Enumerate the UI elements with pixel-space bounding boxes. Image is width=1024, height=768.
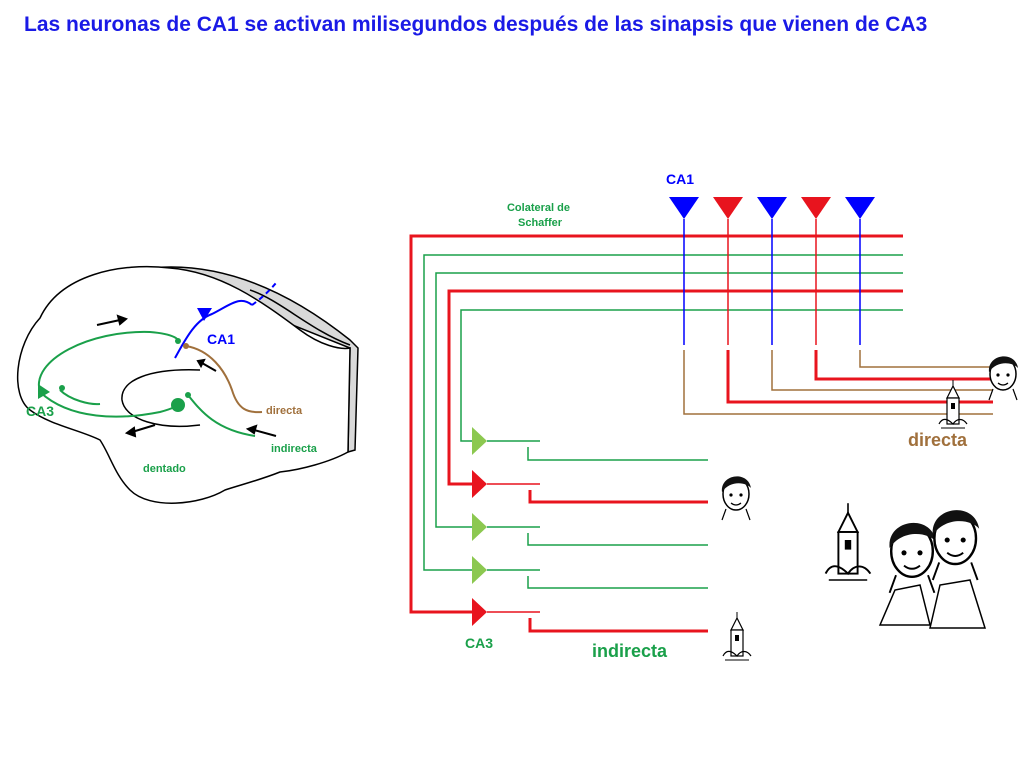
- left-pathways: [37, 282, 277, 438]
- schaffer-line-1: Colateral de: [507, 202, 570, 214]
- left-ca1-label: CA1: [207, 331, 235, 347]
- page-title: Las neuronas de CA1 se activan milisegun…: [24, 13, 928, 36]
- red-collaterals: [409, 234, 903, 614]
- green-collaterals: [423, 254, 903, 571]
- tower-icon: [722, 611, 752, 661]
- schaffer-line-2: Schaffer: [518, 217, 563, 229]
- ca3-outputs: [487, 440, 708, 633]
- right-indirecta-label: indirecta: [592, 641, 668, 661]
- dentado-label: dentado: [143, 463, 186, 475]
- couple-illustration: [824, 502, 987, 629]
- left-ca3-label: CA3: [26, 403, 54, 419]
- right-ca3-label: CA3: [465, 635, 493, 651]
- tower-icon: [938, 379, 968, 429]
- right-directa-label: directa: [908, 430, 968, 450]
- hippocampus-anatomy: [17, 265, 359, 504]
- left-directa-label: directa: [266, 405, 303, 417]
- ca1-outputs: [683, 350, 993, 415]
- schaffer-label: Colateral de Schaffer: [507, 202, 573, 229]
- face-icon: [721, 475, 752, 521]
- ca1-neurons: [669, 197, 875, 219]
- left-indirecta-label: indirecta: [271, 443, 318, 455]
- right-ca1-label: CA1: [666, 171, 694, 187]
- ca3-neurons: [472, 427, 487, 626]
- ca1-dendrites: [683, 219, 861, 345]
- face-icon: [988, 355, 1019, 401]
